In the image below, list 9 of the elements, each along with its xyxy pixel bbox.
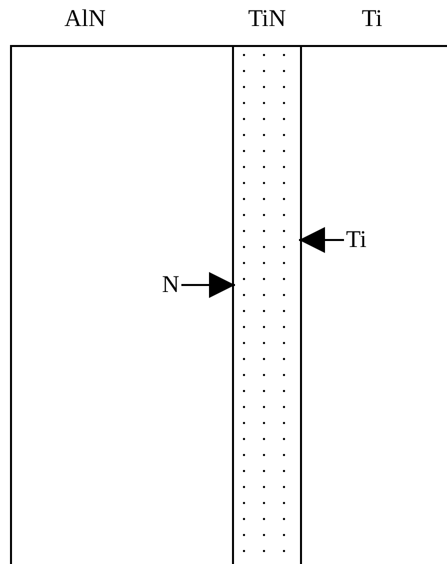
layer-label: Ti bbox=[362, 6, 382, 33]
layer-label: AlN bbox=[64, 6, 106, 33]
species-label: Ti bbox=[346, 228, 366, 252]
species-label: N bbox=[162, 273, 180, 297]
arrow bbox=[181, 272, 235, 298]
substrate-layer bbox=[10, 45, 232, 564]
arrow bbox=[299, 227, 344, 253]
layer-label: TiN bbox=[248, 6, 286, 33]
dotted-layer bbox=[232, 45, 302, 564]
